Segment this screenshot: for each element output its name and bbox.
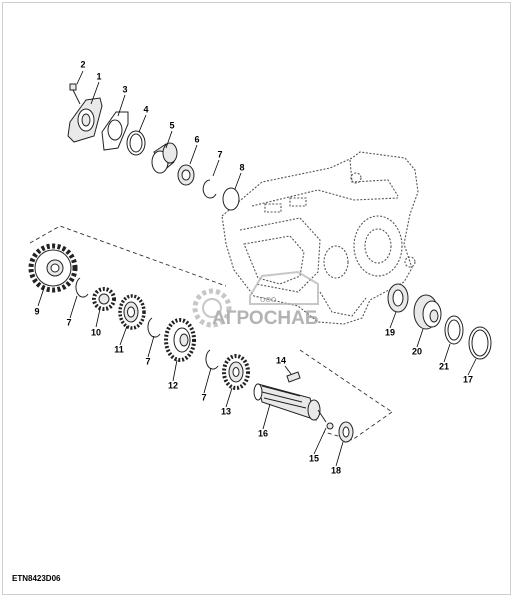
callout-21: 21 [439,361,449,371]
callout-18: 18 [331,465,341,475]
callout-17: 17 [463,374,473,384]
callout-7-middle: 7 [145,356,150,366]
snap-ring-top [202,179,217,199]
synchro-hub [118,294,146,330]
snap-ring-left [75,277,89,298]
ring-4-inner [129,133,143,153]
gear-13 [222,354,250,390]
watermark: ООО АГРОСНАБ [192,270,319,329]
figure-code: ETN8423D06 [12,574,61,583]
callout-19: 19 [385,327,395,337]
callout-2: 2 [80,59,85,69]
callout-16: 16 [258,428,268,438]
bearing-cup-19 [387,283,409,313]
callout-3: 3 [122,84,127,94]
callout-11: 11 [114,344,124,354]
callout-4: 4 [143,104,148,114]
callout-20: 20 [412,346,422,356]
watermark-brand: АГРОСНАБ [212,308,319,329]
callout-7-lower: 7 [201,392,206,402]
callout-9: 9 [34,306,39,316]
snap-ring-middle [147,317,161,338]
callout-7-left: 7 [66,317,71,327]
callout-7-top: 7 [217,149,222,159]
callout-15: 15 [309,453,319,463]
callout-13: 13 [221,406,231,416]
callout-14: 14 [276,355,286,365]
callout-10: 10 [91,327,101,337]
leader-lines [37,70,477,467]
flange-cover [67,97,103,143]
callout-labels: 1 2 3 4 5 6 7 8 9 7 10 11 7 12 7 13 14 1… [34,59,473,475]
splined-shaft [253,383,327,423]
callout-8: 8 [239,162,244,172]
ring-21-inner [447,319,461,341]
ring-8 [222,187,240,211]
gasket [101,111,129,151]
key [286,371,301,383]
ring-17-inner [471,329,489,357]
roller-bearing [177,164,195,186]
callout-5: 5 [169,120,174,130]
pilot-bearing [338,421,354,443]
transmission-housing [221,151,419,325]
snap-ring-lower [205,349,219,370]
diagram-frame [2,2,511,595]
ball [326,422,334,430]
callout-12: 12 [168,380,178,390]
bearing-race [151,142,178,174]
bolt [69,83,81,105]
bearing-20 [413,294,442,330]
watermark-subtitle: ООО [260,297,277,304]
bevel-gear [164,318,196,362]
small-gear [92,287,116,311]
assembly-boundary [29,225,393,441]
callout-6: 6 [194,134,199,144]
callout-1: 1 [96,71,101,81]
large-gear [28,243,78,293]
